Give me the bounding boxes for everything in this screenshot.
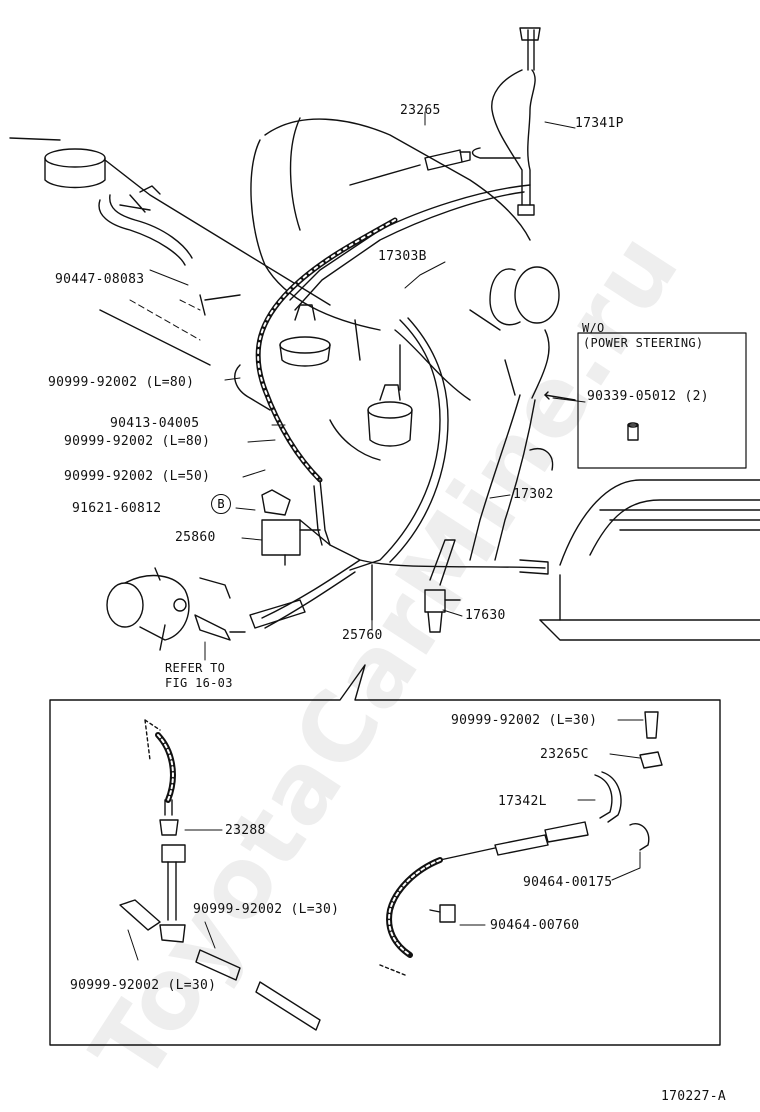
union-90339-drawing [627,422,639,441]
label-90999-l80-a: 90999-92002 (L=80) [48,375,195,390]
detail-leader-lines [127,719,644,961]
sensor-17630-drawing [424,589,461,633]
wo-arrow [544,394,576,401]
label-17342l: 17342L [498,794,547,809]
tube-harness-25760-drawing [249,519,549,629]
without-power-steering-box [577,332,747,469]
detail-left-hose-drawing [119,719,321,1031]
bracket-25860-drawing [261,489,321,566]
label-refer-to: REFER TO [165,661,226,675]
label-25760: 25760 [342,628,383,643]
detail-right-hose-drawing [379,711,663,976]
label-90999-l80-b: 90999-92002 (L=80) [64,434,211,449]
label-17341p: 17341P [575,116,624,131]
label-90999-l30-b: 90999-92002 (L=30) [193,902,340,917]
label-23288: 23288 [225,823,266,838]
upper-vacuum-hose-drawing [289,27,541,311]
label-17303b: 17303B [378,249,427,264]
label-25860: 25860 [175,530,216,545]
label-90447-08083: 90447-08083 [55,272,145,287]
callout-b: B [211,494,231,514]
label-17302: 17302 [513,487,554,502]
label-90464-00760: 90464-00760 [490,918,580,933]
label-90413-04005: 90413-04005 [110,416,200,431]
label-90999-l50: 90999-92002 (L=50) [64,469,211,484]
spiral-harness-left-drawing [255,217,398,546]
water-outlet-drawing [106,567,246,651]
figure-code: 170227-A [661,1089,727,1104]
engine-cover-right-drawing [539,479,760,641]
label-23265c: 23265C [540,747,589,762]
label-power-steering: (POWER STEERING) [583,336,704,350]
label-23265: 23265 [400,103,441,118]
top-left-cap-drawing [9,137,331,366]
label-fig-16-03: FIG 16-03 [165,676,233,690]
leader-lines [149,111,586,661]
label-90339-05012: 90339-05012 (2) [587,389,709,404]
hose-assembly-17302-drawing [349,317,554,571]
label-90999-l30-c: 90999-92002 (L=30) [70,978,217,993]
intake-body-drawing [250,117,531,401]
label-91621-60812: 91621-60812 [72,501,162,516]
label-17630: 17630 [465,608,506,623]
detail-box [49,664,721,1046]
label-90464-00175: 90464-00175 [523,875,613,890]
label-wo: W/O [582,321,605,335]
throttle-body-drawing [469,266,560,331]
vsv-valves-drawing [234,304,413,461]
label-90999-l30-a: 90999-92002 (L=30) [451,713,598,728]
